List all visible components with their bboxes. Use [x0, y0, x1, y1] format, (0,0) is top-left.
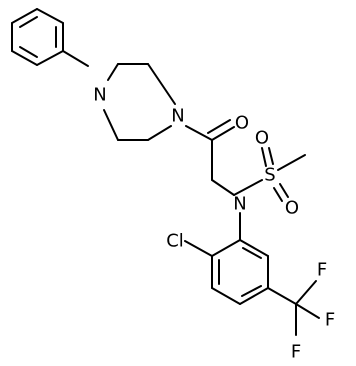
- bond: [147, 125, 172, 141]
- bond: [211, 239, 241, 257]
- bond: [279, 183, 289, 198]
- bond: [62, 50, 89, 67]
- bond: [241, 285, 262, 297]
- bond: [273, 187, 283, 202]
- bond: [242, 247, 262, 259]
- bond: [11, 8, 38, 24]
- atom-label-f2: F: [325, 310, 335, 331]
- atom-label-n-piperazine-acyl: N: [171, 106, 184, 127]
- atom-label-n-amide: N: [233, 194, 246, 215]
- bond: [277, 154, 306, 171]
- bond: [268, 147, 274, 165]
- bond: [103, 109, 119, 141]
- bond: [211, 287, 241, 305]
- bond: [267, 287, 297, 305]
- atom-label-o-carbonyl: O: [235, 113, 249, 134]
- chloro-trifluoromethyl-phenyl-ring: [211, 239, 269, 305]
- atom-label-o-sulfonyl-2: O: [285, 198, 299, 219]
- bond: [207, 119, 231, 134]
- bond: [295, 280, 317, 305]
- bond: [11, 50, 38, 66]
- atom-label-n-piperazine-aryl: N: [93, 85, 106, 106]
- bond: [295, 303, 320, 319]
- bond: [211, 179, 235, 196]
- bond: [184, 240, 213, 257]
- atom-label-s-sulfonyl: S: [264, 165, 275, 186]
- bond: [19, 46, 38, 58]
- bond: [19, 16, 38, 28]
- bond: [239, 239, 269, 257]
- bond: [36, 50, 64, 66]
- bond: [211, 126, 235, 141]
- atom-label-cl: Cl: [166, 231, 184, 252]
- atom-label-f1: F: [317, 260, 327, 281]
- bond: [261, 147, 267, 167]
- bond: [147, 63, 176, 105]
- atom-label-o-sulfonyl-1: O: [255, 128, 269, 149]
- bond: [107, 63, 119, 81]
- bond: [185, 125, 213, 141]
- piperazine-ring: [103, 63, 176, 141]
- atom-label-f3: F: [291, 342, 301, 363]
- bond: [233, 179, 263, 196]
- phenyl-ring: [11, 8, 64, 66]
- bond: [239, 287, 269, 305]
- bond: [36, 8, 64, 24]
